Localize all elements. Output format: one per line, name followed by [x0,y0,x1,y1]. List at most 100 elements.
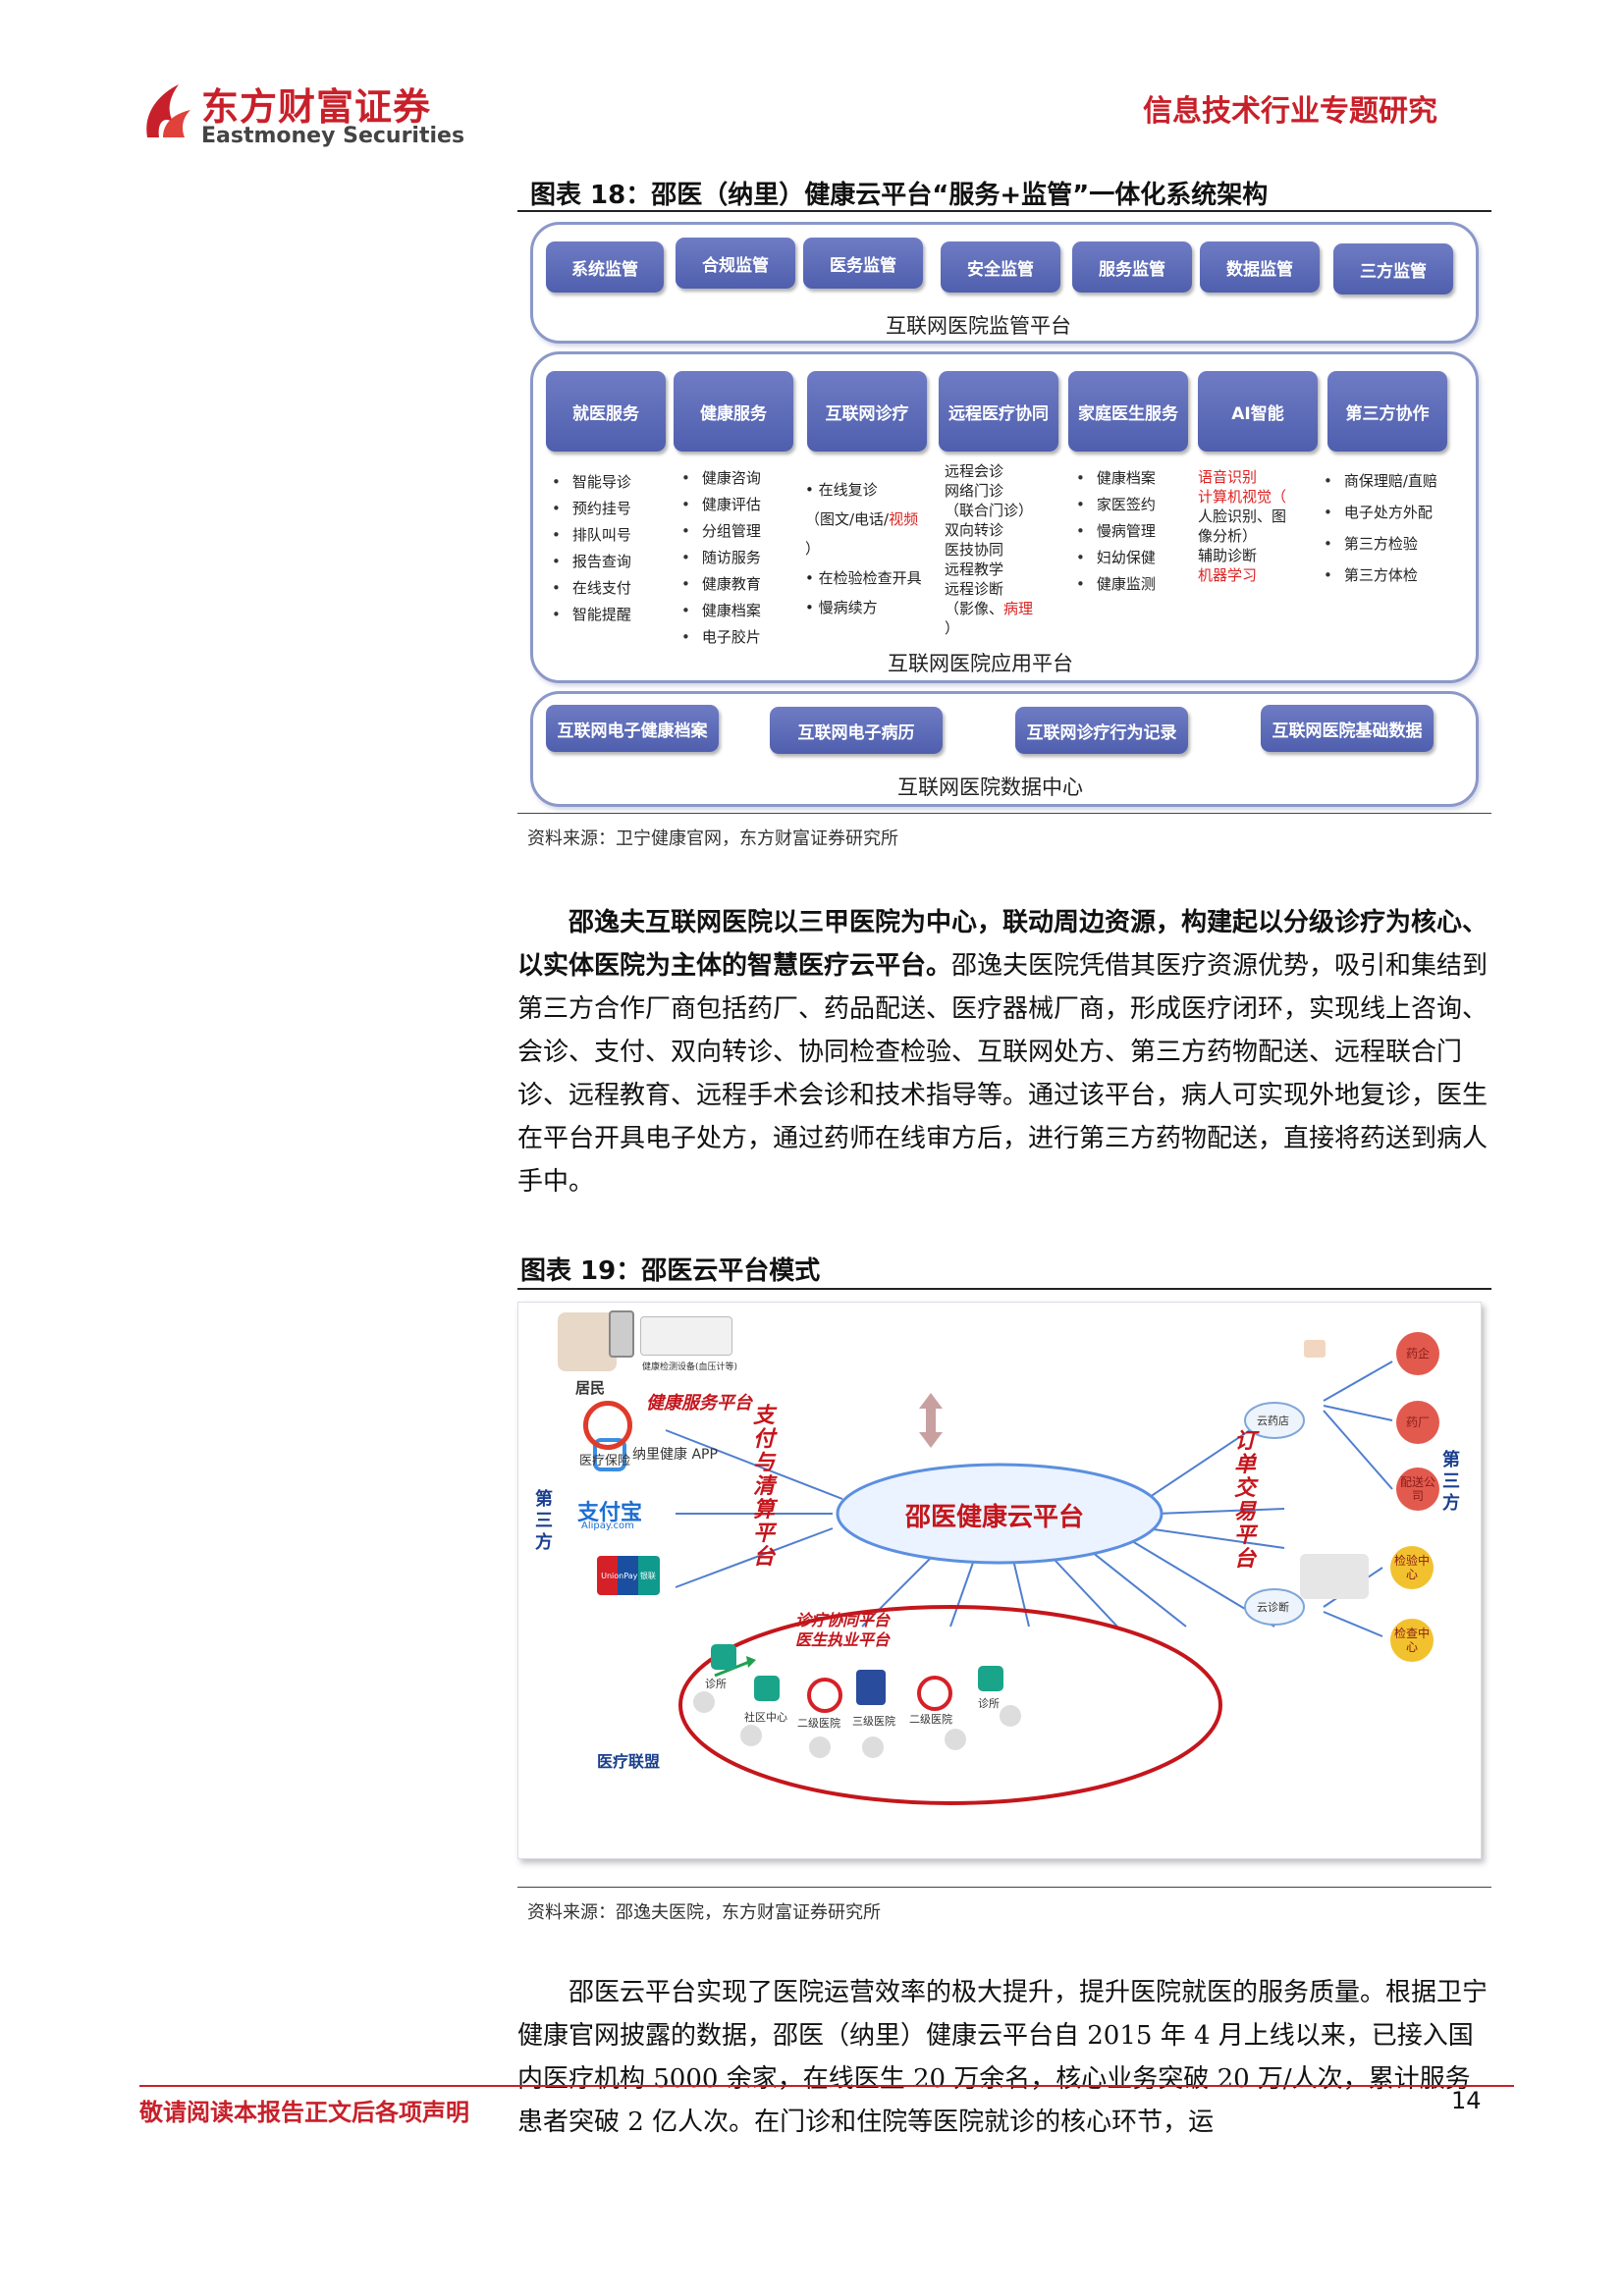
supervision-button: 医务监管 [803,238,923,289]
collaboration-platform-line: 医生执业平台 [795,1630,891,1649]
supervision-button: 三方监管 [1333,243,1453,294]
clinic-icon [711,1644,736,1670]
alipay-logo: 支付宝 [577,1501,643,1525]
red-circle-node: 药厂 [1396,1401,1439,1444]
data-center-button: 互联网医院基础数据 [1261,705,1434,752]
list-item: 语音识别 [1198,468,1258,486]
list-item: 辅助诊断 [1198,547,1258,564]
data-center-button: 互联网电子健康档案 [546,705,719,752]
hospital-cross-icon [917,1676,952,1711]
footer-disclaimer: 敬请阅读本报告正文后各项声明 [139,2099,469,2126]
doctor-avatar-icon [945,1729,966,1750]
doctor-avatar-icon [1000,1705,1021,1727]
paragraph-bold-lead: 邵逸夫互联网医院以三甲医院为中心，联动周边资源，构建起以分级诊疗为核心、以实体医… [517,908,1489,981]
report-type: 信息技术行业专题研究 [1143,94,1437,129]
data-center-button: 互联网电子病历 [770,707,943,754]
resident-photo-icon [558,1312,617,1371]
list-item: 商保理赔/直赔 [1324,465,1437,497]
device-caption: 健康检测设备(血压计等) [642,1362,738,1372]
yellow-circle-node: 检查中心 [1390,1619,1434,1662]
list-item: 健康评估 [681,492,761,518]
list-item: 远程会诊 [945,462,1004,480]
list-item: 预约挂号 [552,496,631,522]
resident-label: 居民 [575,1379,606,1397]
medical-alliance-label: 医疗联盟 [597,1752,661,1771]
supervision-button: 系统监管 [546,241,664,293]
app-column-list: 智能导诊 预约挂号 排队叫号 报告查询 在线支付 智能提醒 [552,469,631,628]
figure19-title: 图表 19：邵医云平台模式 [520,1256,821,1286]
list-item-wrap: （图文/电话/视频 [805,505,922,534]
figure18-top-rule [517,210,1491,212]
figure18-title: 图表 18：邵医（纳里）健康云平台“服务+监管”一体化系统架构 [530,181,1269,210]
figure19-top-rule [517,1288,1491,1290]
list-item: • 在线复诊 [805,481,878,499]
app-column-list: 远程会诊 网络门诊 （联合门诊） 双向转诊 医技协同 远程教学 远程诊断 （影像… [945,461,1033,638]
list-item: 随访服务 [681,545,761,571]
list-item: 网络门诊 [945,482,1004,500]
list-item-wrap: （影像、病理 [945,599,1033,618]
list-item: ） [945,619,960,637]
list-item: 智能导诊 [552,469,631,496]
facility-label: 二级医院 [909,1713,952,1726]
list-item: 电子处方外配 [1324,497,1437,528]
list-item: ） [805,540,821,558]
doctor-avatar-icon [809,1736,831,1758]
app-column-header: 家庭医生服务 [1068,371,1188,452]
body-paragraph-1: 邵逸夫互联网医院以三甲医院为中心，联动周边资源，构建起以分级诊疗为核心、以实体医… [517,901,1491,1203]
pharma-logo-icon [1304,1340,1326,1358]
smartphone-icon [609,1310,634,1358]
app-column-list: 健康档案 家医签约 慢病管理 妇幼保健 健康监测 [1076,465,1156,598]
tertiary-hospital-emblem-icon [856,1670,886,1705]
third-party-right-label: 第三方 [1442,1450,1460,1514]
list-item: 慢病管理 [1076,518,1156,545]
figure18-bottom-rule [517,813,1491,814]
list-item: 健康咨询 [681,465,761,492]
alipay-domain: Alipay.com [581,1521,634,1531]
figure19-diagram: 健康检测设备(血压计等) 居民 健康服务平台 纳里健康 APP 邵医健康云平台 … [517,1302,1482,1859]
footer-rule [139,2085,1514,2087]
app-column-header: 第三方协作 [1327,371,1447,452]
body-paragraph-2: 邵医云平台实现了医院运营效率的极大提升，提升医院就医的服务质量。根据卫宁健康官网… [517,1971,1491,2137]
brand-name-en: Eastmoney Securities [201,124,465,148]
list-item: 第三方体检 [1324,560,1437,591]
unionpay-logo: UnionPay 银联 [597,1556,660,1595]
list-item: • 在检验检查开具 [805,569,922,587]
paragraph-text: 邵医云平台实现了医院运营效率的极大提升，提升医院就医的服务质量。根据卫宁健康官网… [517,1978,1489,2137]
list-item: 智能提醒 [552,602,631,628]
cloud-pharmacy-label: 云药店 [1257,1415,1289,1427]
figure18-source: 资料来源：卫宁健康官网，东方财富证券研究所 [527,828,898,849]
doctor-avatar-icon [693,1691,715,1713]
list-item: 计算机视觉（ [1198,488,1287,506]
list-item: （联合门诊） [945,502,1034,519]
collaboration-platform-line: 诊疗协同平台 [795,1611,891,1629]
app-column-header: 互联网诊疗 [807,371,927,452]
payment-label: 医疗保险 [579,1454,631,1468]
figure19-connectors [665,1361,1393,1805]
community-center-icon [754,1676,780,1701]
list-item: • 慢病续方 [805,599,878,616]
list-item: （影像、 [945,600,1004,617]
brand-logo-icon [146,84,190,137]
cloud-platform-label: 邵医健康云平台 [905,1503,1085,1532]
list-item: 分组管理 [681,518,761,545]
doctor-avatar-icon [862,1736,884,1758]
red-circle-node: 药企 [1396,1332,1439,1375]
list-item: 家医签约 [1076,492,1156,518]
supervision-button: 安全监管 [941,241,1060,293]
app-column-header: 健康服务 [674,371,793,452]
app-column-header: AI智能 [1198,371,1318,452]
health-devices-icon [640,1316,732,1356]
paragraph-text: 邵逸夫医院凭借其医疗资源优势，吸引和集结到第三方合作厂商包括药厂、药品配送、医疗… [517,951,1489,1197]
list-item: 在线支付 [552,575,631,602]
collaboration-platform-label: 诊疗协同平台 医生执业平台 [795,1611,890,1650]
facility-label: 三级医院 [852,1715,895,1728]
payment-platform-label: 支付与清算平台 [752,1404,775,1570]
social-insurance-icon [583,1401,632,1450]
data-center-button: 互联网诊疗行为记录 [1015,707,1188,754]
figure19-bottom-rule [517,1887,1491,1888]
application-platform-label: 互联网医院应用平台 [888,652,1073,675]
list-item: 人脸识别、图 [1198,507,1287,525]
supervision-button: 合规监管 [676,238,795,289]
order-platform-label: 订单交易平台 [1233,1429,1256,1572]
facility-label: 社区中心 [744,1711,787,1724]
